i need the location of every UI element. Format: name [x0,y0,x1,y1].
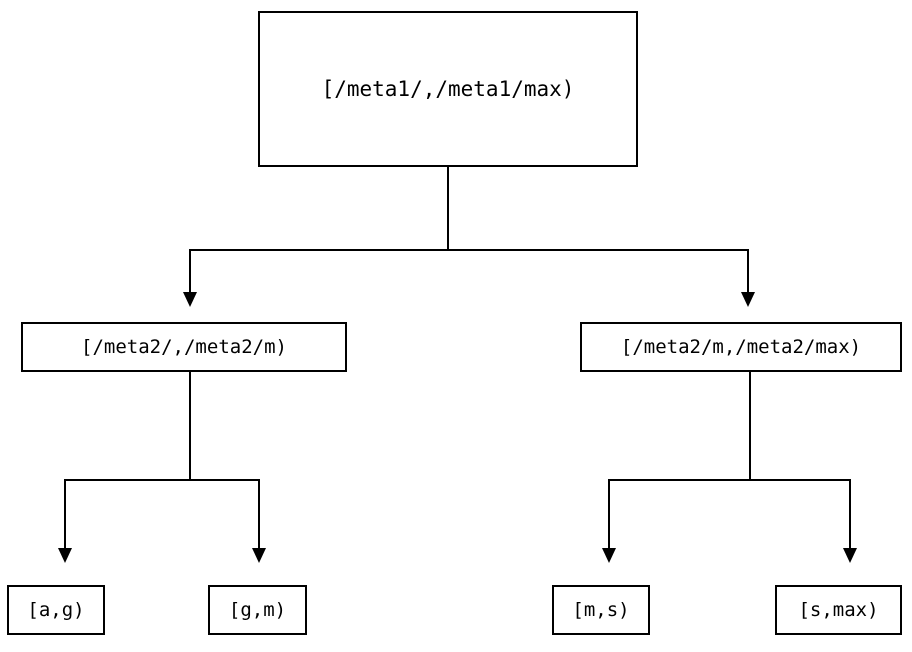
edge-mid-right-stem [749,372,751,481]
node-leaf-a-g-label: [a,g) [27,598,85,621]
node-leaf-s-max-label: [s,max) [798,598,879,621]
edge-mid-left-to-leaf-gm-drop [258,479,260,549]
arrowhead-mid-right-to-leaf-smax [843,548,857,563]
edge-mid-left-to-leaf-ag-drop [64,479,66,549]
edge-mid-left-crossbar [64,479,260,481]
edge-mid-right-to-leaf-ms-drop [608,479,610,549]
arrowhead-mid-right-to-leaf-ms [602,548,616,563]
node-mid-left-label: [/meta2/,/meta2/m) [81,335,287,358]
node-mid-left[interactable]: [/meta2/,/meta2/m) [21,322,347,372]
arrowhead-mid-left-to-leaf-gm [252,548,266,563]
edge-root-crossbar [189,249,749,251]
arrowhead-mid-left-to-leaf-ag [58,548,72,563]
arrowhead-root-to-mid-right [741,292,755,307]
edge-mid-right-to-leaf-smax-drop [849,479,851,549]
node-leaf-g-m-label: [g,m) [228,598,287,621]
edge-root-to-mid-right-drop [747,249,749,293]
node-root[interactable]: [/meta1/,/meta1/max) [258,11,638,167]
node-leaf-m-s[interactable]: [m,s) [552,585,650,635]
arrowhead-root-to-mid-left [183,292,197,307]
edge-root-to-mid-left-drop [189,249,191,293]
node-leaf-a-g[interactable]: [a,g) [7,585,105,635]
node-leaf-s-max[interactable]: [s,max) [775,585,902,635]
node-leaf-m-s-label: [m,s) [572,598,630,621]
edge-mid-right-crossbar [608,479,851,481]
node-root-label: [/meta1/,/meta1/max) [321,76,575,101]
node-mid-right-label: [/meta2/m,/meta2/max) [620,335,862,358]
edge-root-stem [447,167,449,251]
edge-mid-left-stem [189,372,191,481]
node-mid-right[interactable]: [/meta2/m,/meta2/max) [580,322,902,372]
node-leaf-g-m[interactable]: [g,m) [208,585,307,635]
